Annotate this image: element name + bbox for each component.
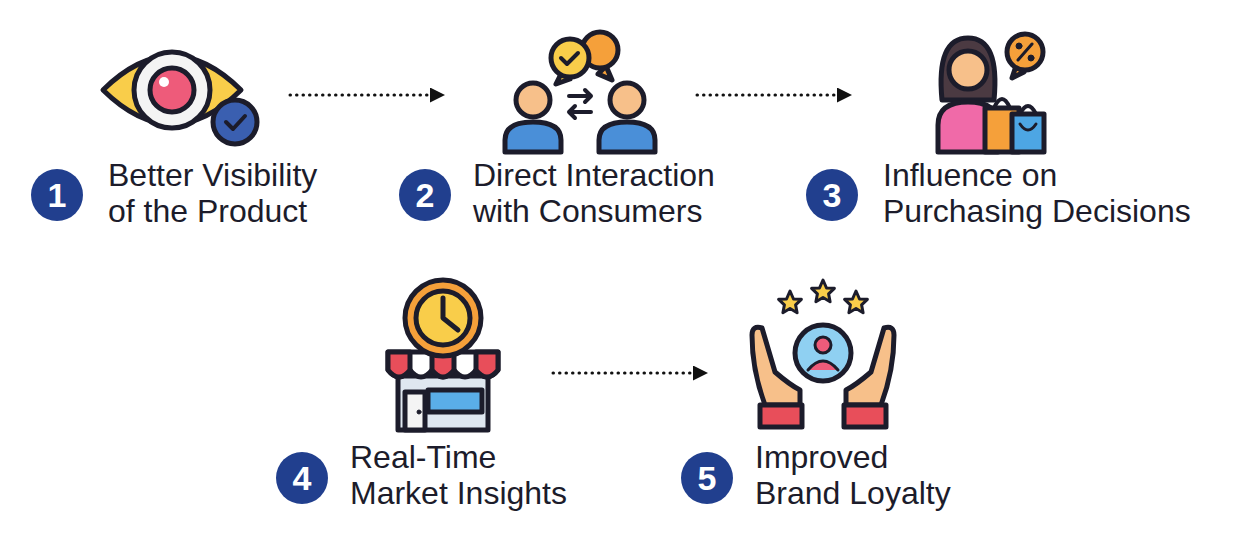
people-icon-part [561,53,578,64]
eye-icon-part [213,100,257,144]
store-icon-part [428,390,482,412]
step-number: 4 [276,452,328,504]
step-number: 1 [31,169,83,221]
step-item: 3Influence on Purchasing Decisions [857,35,1100,155]
people-icon-part [551,39,589,77]
loyalty-icon-part [845,291,868,313]
flow-arrow [553,372,708,375]
shopper-icon-part [1007,34,1043,70]
step-label: Improved Brand Loyalty [755,439,970,511]
loyalty-icon-part [808,361,838,370]
people-icon-part [505,122,561,152]
step-label: Better Visibility of the Product [108,157,333,229]
shopper-icon-part [1028,55,1034,61]
step-number: 5 [681,452,733,504]
shopper-icon-part [1020,124,1036,130]
store-icon-part [443,298,458,330]
loyalty-icon [752,280,894,427]
store-icon-part [416,291,470,345]
store-icon [388,280,498,430]
store-icon-part [417,410,421,414]
loyalty-icon-part [812,280,835,302]
loyalty-icon-part [844,405,886,427]
step-label: Real-Time Market Insights [350,439,575,511]
store-icon-part [476,352,498,377]
loyalty-icon-part [795,325,851,381]
people-icon-part [599,122,655,152]
flow-arrow [697,94,852,97]
step-item: 1Better Visibility of the Product [100,35,285,155]
store-icon-part [405,280,481,356]
step-label: Direct Interaction with Consumers [473,157,733,229]
shopper-icon-part [1012,114,1044,152]
step-number: 3 [806,169,858,221]
step-item: 4Real-Time Market Insights [380,313,548,433]
loyalty-icon-part [760,405,802,427]
eye-icon-part [134,52,210,128]
people-icon [505,32,655,152]
people-icon-part [516,83,550,117]
loyalty-icon-part [752,327,800,405]
eye-icon-part [150,68,194,112]
step-item: 2Direct Interaction with Consumers [450,35,692,155]
people-icon-part [569,90,591,102]
step-number: 2 [399,169,451,221]
store-icon-part [398,376,488,430]
shopper-icon-part [941,38,995,100]
store-icon-part [405,392,425,430]
step-label: Influence on Purchasing Decisions [883,157,1203,229]
people-icon-part [610,83,644,117]
shopper-icon-part [949,51,987,89]
shopper-icon-part [1016,43,1022,49]
step-item: 5Improved Brand Loyalty [713,313,900,433]
store-icon-part [388,352,410,377]
eye-icon-part [159,77,169,87]
shopper-icon [938,34,1044,152]
loyalty-icon-part [779,291,802,313]
eye-icon-part [226,116,245,129]
flow-arrow [290,94,445,97]
people-icon-part [569,106,591,118]
eye-icon [103,52,257,144]
loyalty-icon-part [846,327,894,405]
loyalty-icon-part [815,337,831,353]
